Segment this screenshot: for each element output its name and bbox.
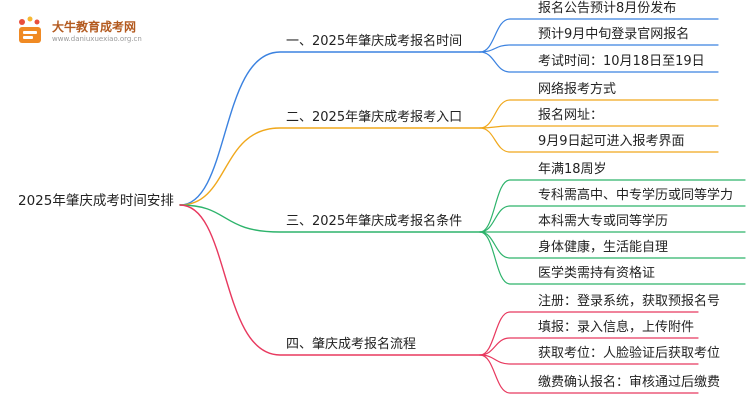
- site-logo: 大牛教育成考网 www.daniuxuexiao.org.cn: [14, 14, 174, 50]
- branch-connector: [179, 204, 481, 233]
- leaf-topic: 注册：登录系统，获取预报名号: [538, 294, 721, 309]
- leaf-topic: 报名网址：: [538, 108, 604, 123]
- leaf-connector: [479, 125, 719, 129]
- leaf-connector: [479, 205, 746, 233]
- branch-connector: [179, 204, 481, 356]
- leaf-connector: [479, 99, 719, 129]
- leaf-connector: [479, 179, 746, 233]
- leaf-topic: 9月9日起可进入报考界面: [538, 134, 685, 149]
- leaf-connector: [479, 337, 699, 356]
- leaf-topic: 医学类需持有资格证: [538, 266, 656, 281]
- leaf-topic: 填报：录入信息，上传附件: [538, 320, 695, 335]
- root-topic: 2025年肇庆成考时间安排: [18, 193, 174, 209]
- leaf-connector: [479, 354, 699, 365]
- branch-connector: [179, 127, 481, 206]
- leaf-connector: [479, 18, 719, 53]
- leaf-connector: [479, 231, 746, 285]
- leaf-topic: 本科需大专或同等学历: [538, 214, 669, 229]
- leaf-connector: [479, 127, 719, 153]
- leaf-topic: 预计9月中旬登录官网报名: [538, 27, 690, 42]
- logo-title: 大牛教育成考网: [52, 20, 137, 34]
- leaf-topic: 年满18周岁: [538, 162, 607, 177]
- logo-url: www.daniuxuexiao.org.cn: [52, 35, 142, 43]
- leaf-topic: 获取考位：人脸验证后获取考位: [538, 346, 721, 361]
- leaf-connector: [479, 51, 719, 73]
- leaf-topic: 报名公告预计8月份发布: [538, 1, 677, 16]
- branch-topic-3: 三、2025年肇庆成考报名条件: [286, 214, 463, 229]
- leaf-topic: 专科需高中、中专学历或同等学力: [538, 188, 734, 203]
- branch-topic-1: 一、2025年肇庆成考报名时间: [286, 34, 463, 49]
- branch-topic-2: 二、2025年肇庆成考报考入口: [286, 110, 463, 125]
- book-logo-icon: [19, 16, 41, 43]
- leaf-topic: 身体健康，生活能自理: [538, 240, 669, 255]
- leaf-connector: [479, 311, 699, 356]
- leaf-topic: 缴费确认报名：审核通过后缴费: [538, 375, 721, 390]
- leaf-connector: [479, 354, 699, 394]
- branch-connector: [179, 51, 481, 206]
- branch-topic-4: 四、肇庆成考报名流程: [286, 337, 417, 352]
- leaf-topic: 网络报考方式: [538, 82, 617, 97]
- leaf-connector: [479, 44, 719, 53]
- leaf-topic: 考试时间：10月18日至19日: [538, 54, 705, 69]
